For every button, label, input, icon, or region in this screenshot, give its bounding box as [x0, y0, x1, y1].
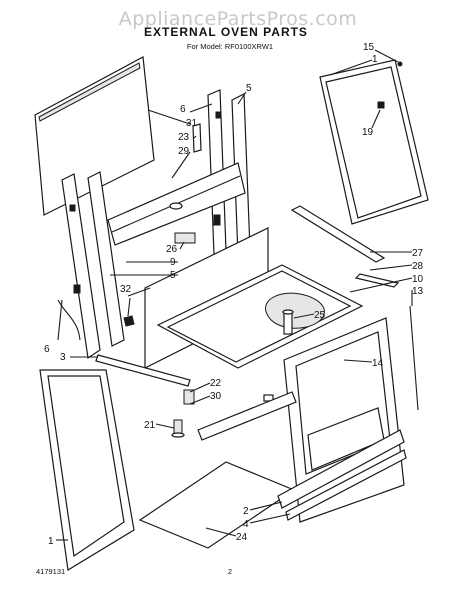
callout-19: 19 — [362, 127, 374, 138]
bracket — [192, 123, 202, 153]
watermark: AppliancePartsPros.com — [119, 8, 358, 30]
model-number: For Model: RF0100XRW1 — [187, 42, 273, 51]
element-bracket — [123, 315, 135, 327]
hinge-receiver — [183, 389, 195, 405]
right-side-strip — [409, 305, 419, 411]
callout-29: 29 — [178, 146, 190, 157]
top-rail — [290, 205, 386, 263]
callout-1-top: 1 — [372, 54, 378, 65]
callout-25: 25 — [314, 310, 326, 321]
callout-3: 3 — [60, 352, 66, 363]
leveling-leg — [171, 419, 185, 438]
screw — [397, 61, 403, 67]
callout-27: 27 — [412, 248, 424, 259]
oven-bottom-panel — [156, 264, 364, 369]
callout-1-bottom: 1 — [48, 536, 54, 547]
rear-cross-brace — [107, 162, 246, 246]
gasket-clip — [377, 101, 385, 109]
rear-panel — [34, 56, 155, 216]
callout-10: 10 — [412, 274, 424, 285]
callout-6-top: 6 — [180, 104, 186, 115]
angle-strip — [95, 354, 191, 387]
callout-21: 21 — [144, 420, 156, 431]
callout-24: 24 — [236, 532, 248, 543]
footer-part-number: 4179131 — [36, 567, 65, 576]
callout-13: 13 — [412, 286, 424, 297]
left-side-trim — [57, 299, 81, 341]
callout-5-left: 5 — [170, 270, 176, 281]
callout-6-left: 6 — [44, 344, 50, 355]
bottom-brace — [197, 391, 297, 441]
leader-lines — [56, 49, 413, 541]
callout-28: 28 — [412, 261, 424, 272]
callout-26: 26 — [166, 244, 178, 255]
callout-4: 4 — [243, 519, 249, 530]
callout-numbers: 15 1 5 6 31 23 29 19 26 27 28 10 13 9 5 … — [44, 42, 424, 547]
callout-31: 31 — [186, 118, 198, 129]
callout-2: 2 — [243, 506, 249, 517]
side-rail — [354, 273, 400, 288]
left-rear-frame — [61, 171, 125, 360]
callout-23: 23 — [178, 132, 190, 143]
callout-30: 30 — [210, 391, 222, 402]
bake-burner — [282, 309, 294, 335]
callout-32: 32 — [120, 284, 132, 295]
callout-5-top: 5 — [246, 83, 252, 94]
door-gasket — [319, 59, 429, 225]
kick-panel — [277, 429, 405, 509]
callout-9: 9 — [170, 257, 176, 268]
base-trim — [285, 449, 407, 521]
oven-door — [39, 369, 135, 571]
footer-page-number: 2 — [228, 567, 232, 576]
terminal-block — [174, 232, 196, 244]
callout-22: 22 — [210, 378, 222, 389]
callout-14: 14 — [372, 358, 384, 369]
callout-15: 15 — [363, 42, 375, 53]
diagram-title: EXTERNAL OVEN PARTS — [144, 25, 308, 39]
